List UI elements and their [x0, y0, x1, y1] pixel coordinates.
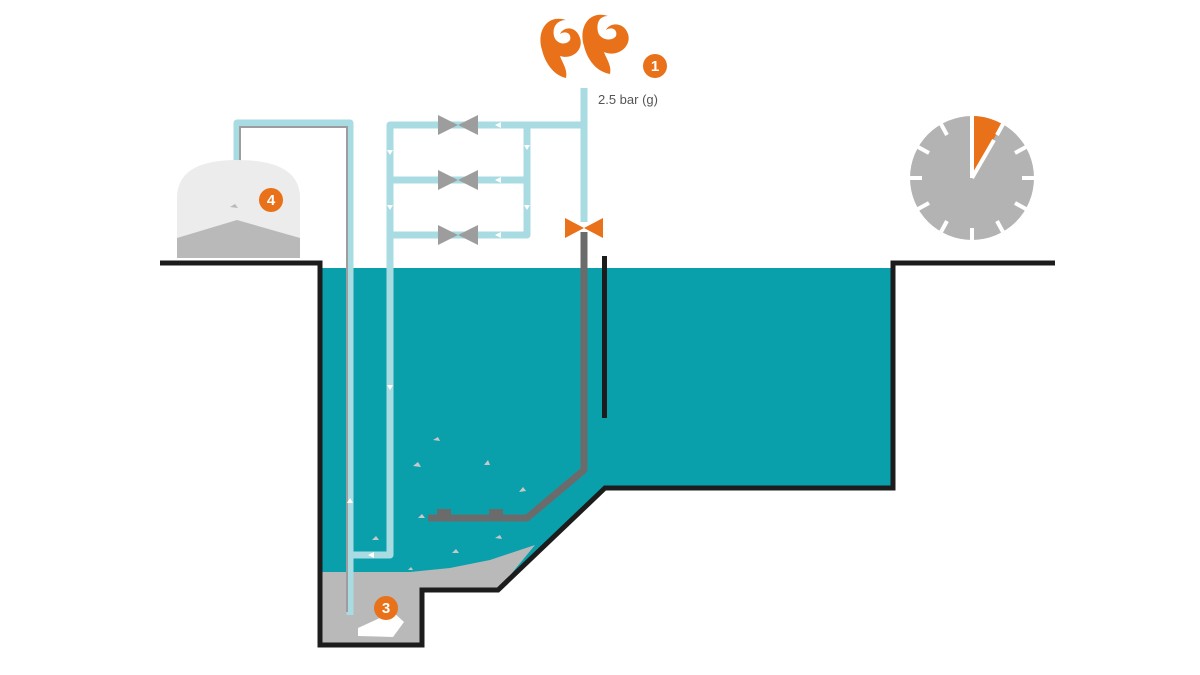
water-body: [320, 268, 893, 645]
valve-icon: [565, 218, 603, 238]
valve-icon: [438, 170, 478, 190]
tank-particle: [230, 204, 238, 208]
marker-badge-3: 3: [374, 596, 398, 620]
flow-arrows: [347, 122, 530, 558]
marker-badge-1: 1: [643, 54, 667, 78]
valve-icon: [438, 115, 478, 135]
return-pipe-core: [239, 126, 348, 612]
diffuser: [437, 509, 451, 517]
baffle-wall: [602, 256, 607, 418]
sump-pump: [358, 612, 404, 637]
pressure-label: 2.5 bar (g): [598, 92, 658, 107]
sediment-layer: [320, 545, 535, 645]
aeration-pipe: [428, 232, 588, 522]
diffuser: [489, 509, 503, 517]
basin-outline: [160, 260, 1055, 648]
valve-icon: [438, 225, 478, 245]
sediment-particles: [372, 437, 526, 570]
clock-icon: [910, 116, 1034, 240]
air-blower-icon: [540, 14, 629, 78]
tank-sludge: [177, 220, 300, 258]
marker-badge-4: 4: [259, 188, 283, 212]
